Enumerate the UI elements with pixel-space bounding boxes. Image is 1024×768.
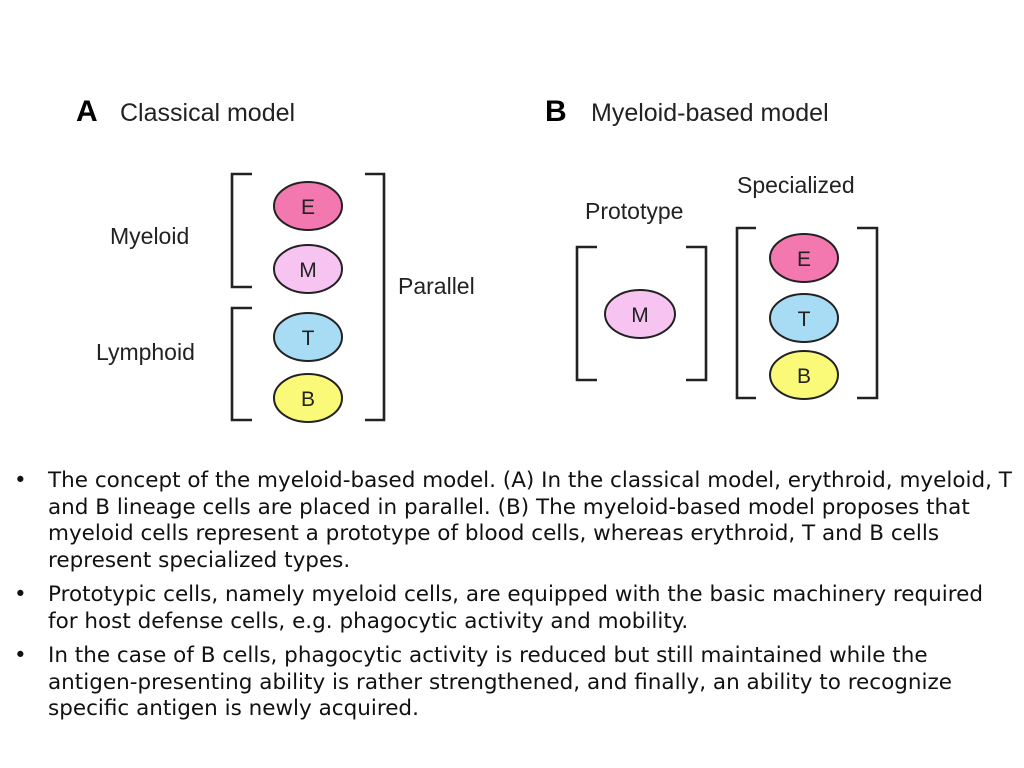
specialized-cell-t-ellipse (769, 293, 839, 343)
panel-a-letter: A (76, 95, 98, 128)
bullet-list: • The concept of the myeloid-based model… (14, 468, 1014, 731)
cell-b-ellipse (273, 373, 343, 423)
panel-b-title: Myeloid-based model (591, 99, 829, 127)
myeloid-label: Myeloid (110, 223, 189, 249)
specialized-label: Specialized (737, 172, 855, 198)
prototype-bracket-left (575, 245, 597, 382)
bullet-item: • The concept of the myeloid-based model… (14, 468, 1014, 574)
cell-e-ellipse (273, 181, 343, 231)
cell-m: M (273, 244, 343, 294)
specialized-cell-b: B (769, 350, 839, 400)
panel-b-letter: B (545, 95, 567, 128)
specialized-cell-e-ellipse (769, 233, 839, 283)
parallel-label: Parallel (398, 273, 475, 299)
lymphoid-bracket (230, 306, 252, 422)
specialized-cell-e: E (769, 233, 839, 283)
specialized-bracket-left (735, 226, 756, 400)
cell-t: T (273, 312, 343, 362)
cell-m-label: M (299, 259, 317, 282)
bullet-text: The concept of the myeloid-based model. … (48, 468, 1012, 573)
panel-b: B Myeloid-based model Prototype Speciali… (545, 95, 879, 400)
panel-a-title: Classical model (120, 99, 295, 127)
prototype-cell-m-ellipse (604, 289, 676, 339)
bullet-text: In the case of B cells, phagocytic activ… (48, 643, 953, 721)
specialized-cell-e-label: E (797, 248, 811, 271)
cell-m-ellipse (273, 244, 343, 294)
bullet-dot: • (14, 582, 27, 607)
prototype-bracket-right (686, 245, 708, 382)
bullet-item: • Prototypic cells, namely myeloid cells… (14, 582, 1014, 635)
lineage-model-diagram: A Classical model Myeloid Lymphoid Paral… (76, 95, 879, 423)
specialized-cell-b-label: B (797, 365, 811, 388)
bullet-text: Prototypic cells, namely myeloid cells, … (48, 582, 984, 634)
bullet-dot: • (14, 643, 27, 668)
cell-e-label: E (301, 196, 315, 219)
bullet-item: • In the case of B cells, phagocytic act… (14, 643, 1014, 723)
cell-b: B (273, 373, 343, 423)
myeloid-bracket (230, 172, 252, 289)
cell-t-label: T (302, 327, 315, 350)
specialized-cell-t-label: T (798, 308, 811, 331)
panel-a: A Classical model Myeloid Lymphoid Paral… (76, 95, 475, 423)
cell-t-ellipse (273, 312, 343, 362)
cell-b-label: B (301, 388, 315, 411)
parallel-bracket (365, 172, 386, 422)
cell-e: E (273, 181, 343, 231)
prototype-cell-m: M (604, 289, 676, 339)
specialized-cell-t: T (769, 293, 839, 343)
specialized-bracket-right (857, 226, 879, 400)
prototype-label: Prototype (585, 198, 683, 224)
specialized-cell-b-ellipse (769, 350, 839, 400)
prototype-cell-m-label: M (631, 304, 649, 327)
lymphoid-label: Lymphoid (96, 339, 195, 365)
bullet-dot: • (14, 468, 27, 493)
